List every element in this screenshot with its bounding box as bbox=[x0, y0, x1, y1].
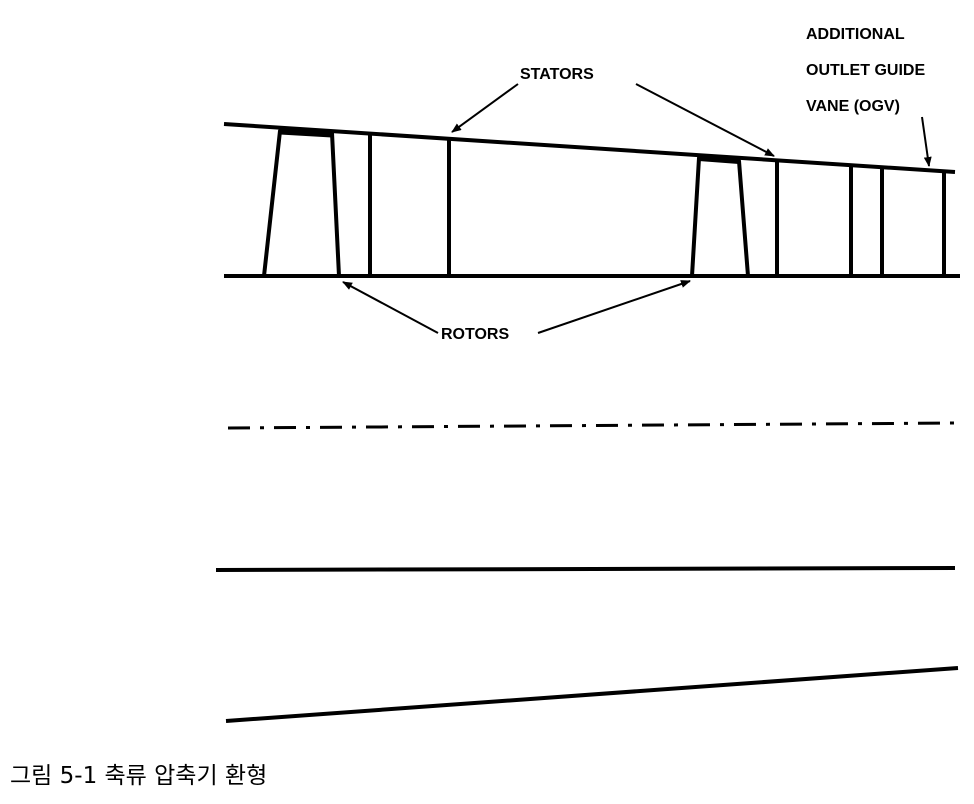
rotors-label: ROTORS bbox=[441, 326, 509, 343]
compressor-annulus-diagram: STATORS ROTORS ADDITIONAL OUTLET GUIDE V… bbox=[215, 26, 960, 723]
centerline bbox=[227, 421, 959, 430]
stators-arrow-right bbox=[635, 83, 775, 157]
stators-label: STATORS bbox=[520, 66, 594, 83]
outer-casing-line bbox=[223, 122, 956, 174]
rotor-tip-1 bbox=[279, 127, 333, 138]
lower-horizontal-line bbox=[215, 566, 956, 572]
lower-inclined-line bbox=[225, 666, 959, 723]
ogv-label-line1: ADDITIONAL bbox=[806, 26, 905, 43]
rotors-arrow-right bbox=[537, 280, 691, 334]
rotor-tip-2 bbox=[698, 155, 740, 164]
rotor-blade-2 bbox=[690, 156, 750, 278]
rotors-arrow-left bbox=[342, 281, 439, 334]
ogv-label-line2: OUTLET GUIDE bbox=[806, 62, 925, 79]
ogv-arrow bbox=[921, 116, 932, 167]
ogv-label-line3: VANE (OGV) bbox=[806, 98, 900, 115]
stators-arrow-left bbox=[451, 83, 519, 133]
rotor-blade-1 bbox=[262, 129, 341, 278]
figure-caption: 그림 5-1 축류 압축기 환형 bbox=[10, 763, 268, 789]
